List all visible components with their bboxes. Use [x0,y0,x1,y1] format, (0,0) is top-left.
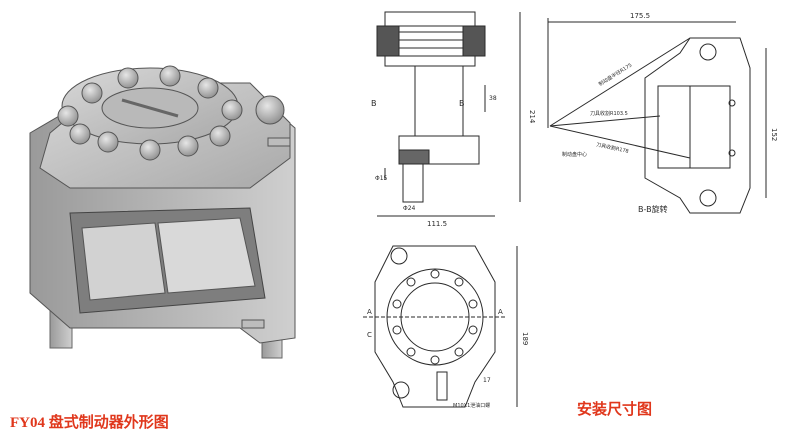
dim-phi24: Φ24 [403,205,416,212]
brake-caliper-3d-render [29,65,296,359]
front-label-thread: M10X1泄油口螺 [453,402,490,409]
flange-bolts [57,65,243,161]
plan-dim-right: 152 [770,128,778,141]
plan-dim-top: 175.5 [630,12,650,20]
plan-label-center: 制动盘中心 [562,151,587,158]
front-label-c: C [367,331,372,339]
plan-label-r175: 制动盘半径R175 [597,62,633,88]
front-dim-height: 189 [521,332,529,345]
grease-nipple-top [267,137,291,147]
corner-bolt [255,95,285,125]
section-label-b-right: B [459,99,465,108]
dim-38: 38 [489,95,497,102]
caption-brake-outline: FY04 盘式制动器外形图 [10,415,169,431]
section-drawing: 214 111.5 38 Φ15 Φ24 B B [371,11,536,228]
brake-pad-left [81,222,166,301]
front-label-a-left: A [367,308,372,316]
plan-drawing-bb: 175.5 152 制动盘半径R175 刀具收割R103.5 刀具收割R178 … [547,12,778,214]
dim-width-111: 111.5 [427,220,447,228]
plan-label-r103: 刀具收割R103.5 [590,110,628,117]
caption-install-dimensions: 安装尺寸图 [577,400,653,418]
front-label-a-right: A [498,308,503,316]
front-dim-small: 17 [483,377,491,384]
plan-label-bb: B-B旋转 [638,204,668,214]
brake-pad-right [157,217,256,294]
front-drawing: 189 A A C M10X1泄油口螺 17 [363,245,529,409]
dim-height-214: 214 [528,110,536,124]
grease-nipple-bottom [241,319,265,329]
dim-phi15: Φ15 [375,175,388,182]
section-label-b-left: B [371,99,377,108]
